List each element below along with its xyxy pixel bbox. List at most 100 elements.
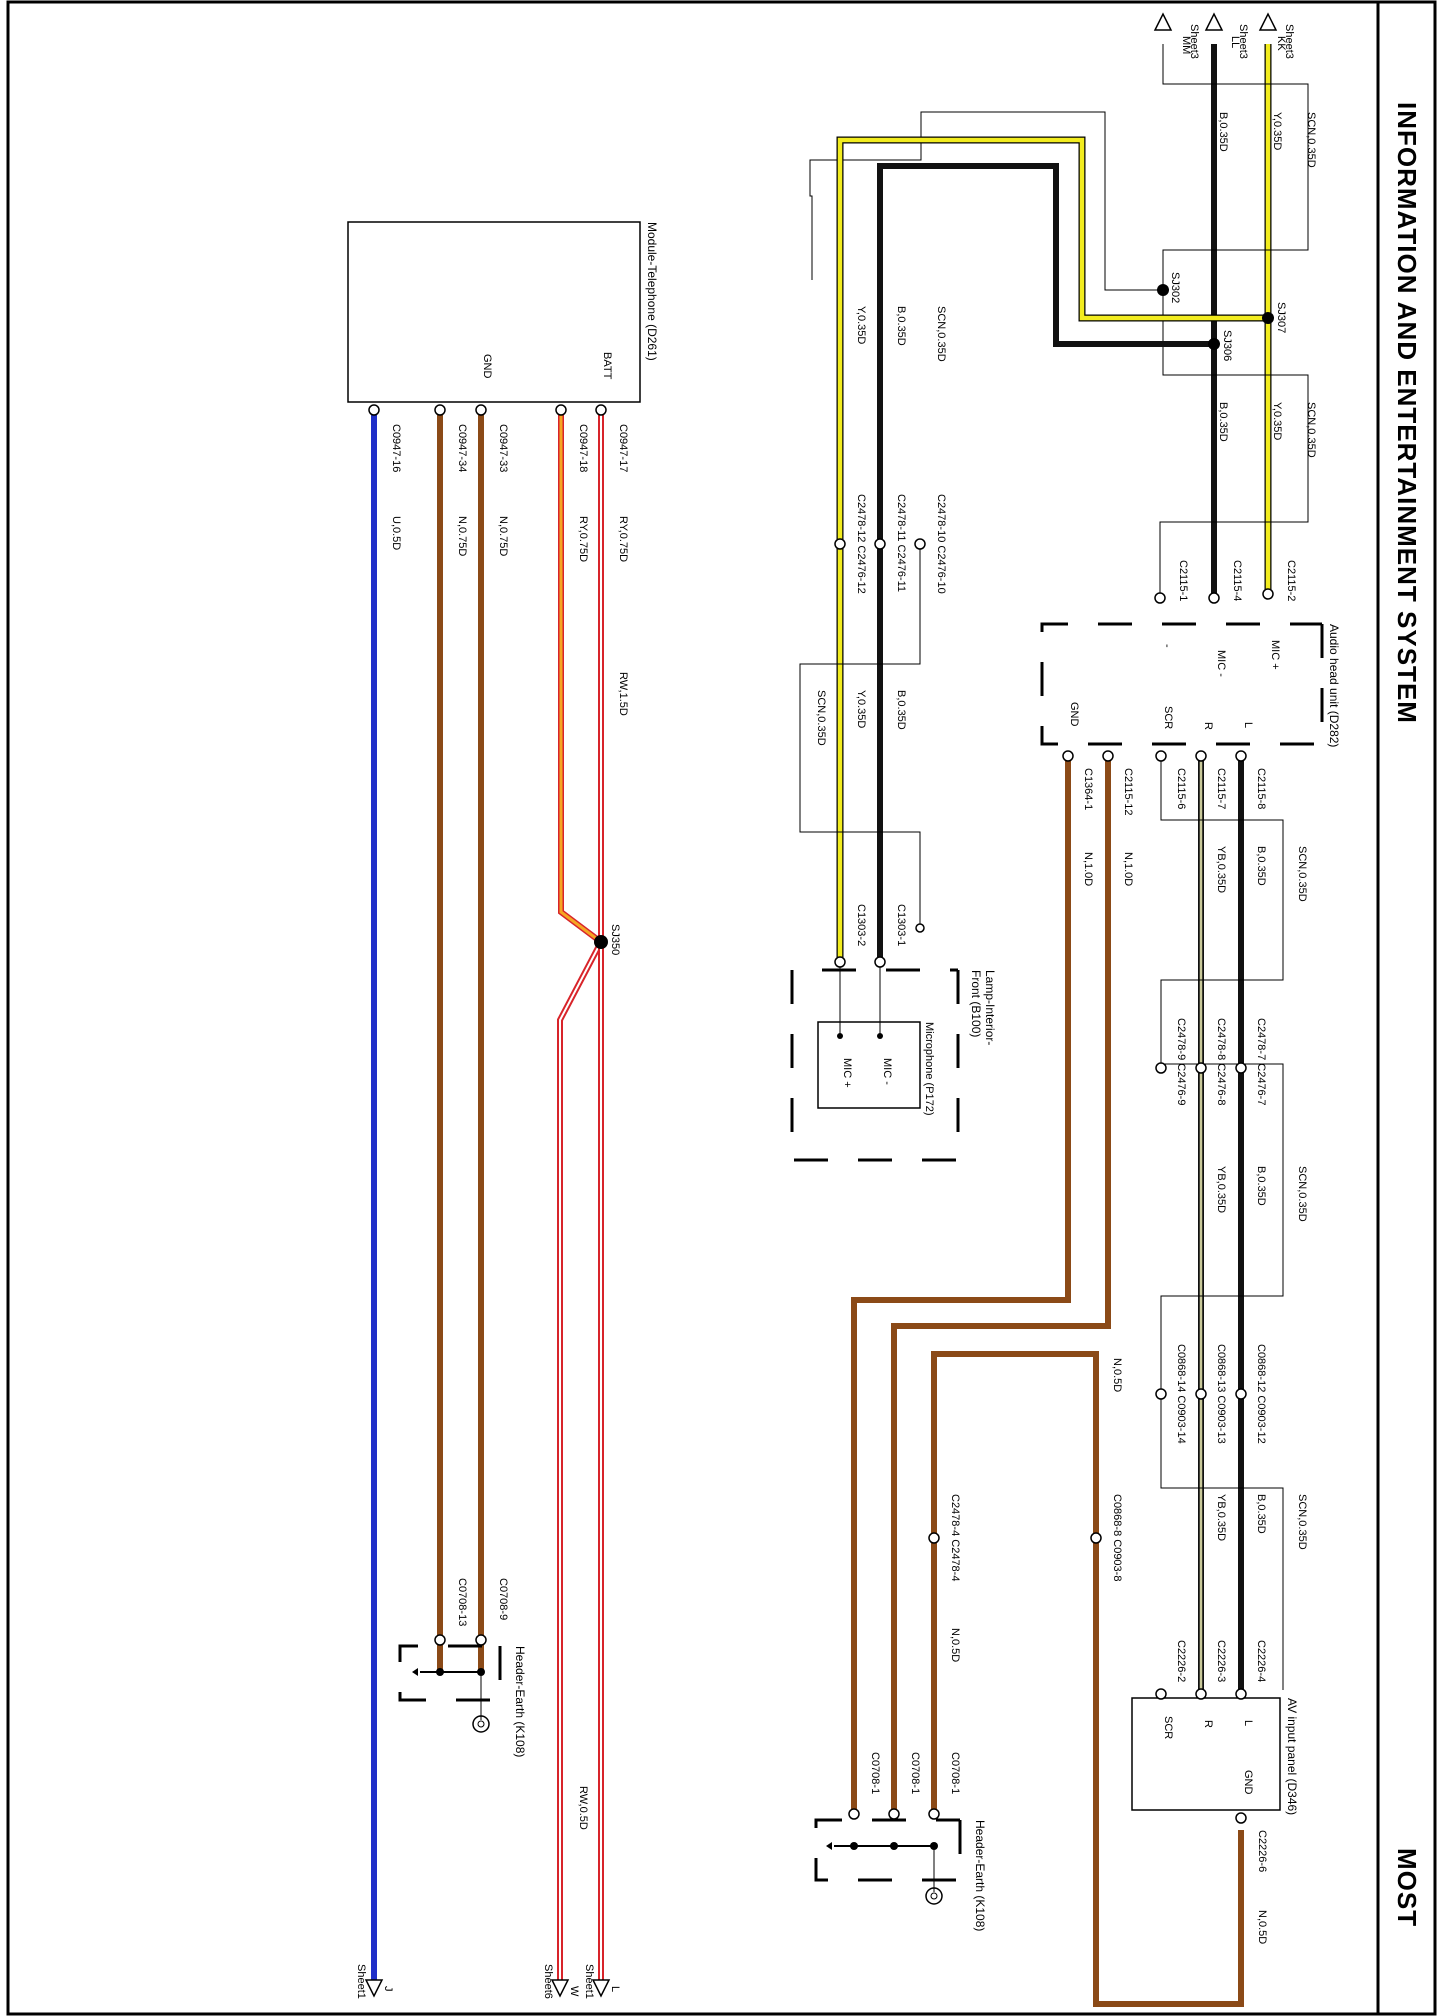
conn-c2478-12: C2478-12 C2476-12 <box>855 494 867 594</box>
ref-j-sheet: Sheet1 <box>355 1964 367 1999</box>
wire-label-scn-e: SCN,0.35D <box>1296 846 1308 902</box>
microphone <box>817 1021 921 1109</box>
earth2-node-b <box>890 1842 898 1850</box>
pin-c0708-1c <box>848 1808 860 1820</box>
pin-c1303-2 <box>834 956 846 968</box>
pin-c2115-2 <box>1262 588 1274 600</box>
av-r: R <box>1202 1720 1214 1728</box>
pin-c0947-17 <box>595 404 607 416</box>
wire-label-scn-d: SCN,0.35D <box>815 690 827 746</box>
pin-c2226-2 <box>1155 1688 1167 1700</box>
pin-c0947-18 <box>555 404 567 416</box>
ref-j: J <box>382 1986 394 1992</box>
pin-c2115-6 <box>1155 750 1167 762</box>
conn-c0708-13: C0708-13 <box>456 1578 468 1626</box>
ref-w: W <box>568 1986 580 1997</box>
earth2-node-c <box>930 1842 938 1850</box>
audio-l: L <box>1242 722 1254 728</box>
pin-c2226-6 <box>1235 1812 1247 1824</box>
conn-c2478-4: C2478-4 C2478-4 <box>949 1494 961 1581</box>
pin-c0708-1a <box>928 1808 940 1820</box>
conn-c2476-8: C2478-8 C2476-8 <box>1215 1018 1227 1105</box>
conn-c1303-2: C1303-2 <box>855 904 867 946</box>
conn-c2115-4: C2115-4 <box>1231 560 1243 601</box>
wire-label-y-c: Y,0.35D <box>855 306 867 344</box>
ref-w-sheet: Sheet6 <box>542 1964 554 1999</box>
ref-l: L <box>609 1986 621 1992</box>
pin-c0868-8 <box>1090 1532 1102 1544</box>
wire-label-n10-a: N,1.0D <box>1122 852 1134 886</box>
page-title: INFORMATION AND ENTERTAINMENT SYSTEM <box>1392 102 1422 724</box>
earth1-name: Header-Earth (K108) <box>513 1646 527 1757</box>
conn-c0947-17: C0947-17 <box>617 424 629 472</box>
pin-c0947-16 <box>368 404 380 416</box>
wire-label-b-e: B,0.35D <box>1255 846 1267 886</box>
pin-c2115-1 <box>1154 592 1166 604</box>
wire-label-rw-05: RW,0.5D <box>577 1786 589 1830</box>
wire-label-ry-a: RY,0.75D <box>617 516 629 562</box>
conn-c0708-1b: C0708-1 <box>909 1752 921 1794</box>
pin-c0868-13 <box>1195 1388 1207 1400</box>
wire-scn-sj302 <box>809 111 1163 291</box>
conn-c2478-11: C2478-11 C2476-11 <box>895 494 907 592</box>
splice-sj306-label: SJ306 <box>1221 330 1233 361</box>
ref-kk-sheet: Sheet3 <box>1283 24 1295 59</box>
wire-label-b-d: B,0.35D <box>895 690 907 730</box>
wire-ry-b-core <box>559 410 602 944</box>
mic-pin-minus <box>877 1033 883 1039</box>
wire-label-y-a: Y,0.35D <box>1271 112 1283 150</box>
wire-label-scn-b: SCN,0.35D <box>1305 402 1317 458</box>
wire-yellow-mic-fill <box>837 137 1268 962</box>
conn-c0868-12: C0868-12 C0903-12 <box>1255 1344 1267 1444</box>
earth1-ground-core <box>477 1720 485 1728</box>
pin-c2476-8 <box>1195 1062 1207 1074</box>
pin-c2115-7 <box>1195 750 1207 762</box>
splice-sj307-label: SJ307 <box>1275 302 1287 333</box>
splice-sj307 <box>1262 312 1274 324</box>
wire-label-yb-g: YB,0.35D <box>1215 1494 1227 1541</box>
wire-label-yb-f: YB,0.35D <box>1215 1166 1227 1213</box>
audio-scr: SCR <box>1162 706 1174 729</box>
lamp-name-1: Lamp-Interior- <box>983 970 997 1045</box>
audio-r: R <box>1202 722 1214 730</box>
wire-label-b-f: B,0.35D <box>1255 1166 1267 1206</box>
av-input-panel <box>1131 1697 1281 1811</box>
header-earth-1 <box>398 1644 502 1702</box>
telephone-batt: BATT <box>601 352 613 380</box>
splice-sj302-label: SJ302 <box>1169 272 1181 303</box>
conn-c2115-8: C2115-8 <box>1255 768 1267 809</box>
earth1-ground-icon <box>472 1715 490 1733</box>
pin-c0868-14 <box>1155 1388 1167 1400</box>
pin-c2478-12 <box>834 538 846 550</box>
conn-c2226-2: C2226-2 <box>1175 1640 1187 1682</box>
audio-minus: - <box>1161 644 1173 648</box>
earth2-name: Header-Earth (K108) <box>973 1820 987 1931</box>
section-label: MOST <box>1392 1848 1422 1927</box>
wire-label-n10-b: N,1.0D <box>1082 852 1094 886</box>
microphone-name: Microphone (P172) <box>923 1022 935 1116</box>
conn-c2115-2: C2115-2 <box>1285 560 1297 601</box>
wire-label-n-b: N,0.75D <box>456 516 468 556</box>
lamp-interior-front <box>790 968 960 1162</box>
page-frame <box>6 0 1437 2016</box>
sheet-arrows: KK LL MM Sheet3 Sheet3 Sheet3 L W J Shee… <box>355 12 1295 1999</box>
wire-label-b-b: B,0.35D <box>1217 402 1229 442</box>
connector-labels: C2115-2 C2115-4 C2115-1 C2478-10 C2476-1… <box>390 424 1297 1872</box>
wire-labels: SCN,0.35D Y,0.35D B,0.35D SCN,0.35D Y,0.… <box>390 112 1317 1944</box>
audio-head-unit <box>1040 622 1324 746</box>
ref-mm-sheet: Sheet3 <box>1188 24 1200 59</box>
ref-l-sheet: Sheet1 <box>583 1964 595 1999</box>
wire-label-scn-c: SCN,0.35D <box>935 306 947 362</box>
conn-c0947-16: C0947-16 <box>390 424 402 472</box>
splice-sj302 <box>1157 284 1169 296</box>
audio-mic-plus: MIC + <box>1269 640 1281 670</box>
conn-c2478-10: C2478-10 C2476-10 <box>935 494 947 594</box>
conn-c0708-9: C0708-9 <box>497 1578 509 1620</box>
av-scr: SCR <box>1162 1716 1174 1739</box>
conn-c2115-7: C2115-7 <box>1215 768 1227 809</box>
pin-c0708-13 <box>434 1634 446 1646</box>
lamp-name-2: Front (B100) <box>969 970 983 1037</box>
conn-c0708-1c: C0708-1 <box>869 1752 881 1794</box>
wire-label-b-a: B,0.35D <box>1217 112 1229 152</box>
pin-c2226-3 <box>1195 1688 1207 1700</box>
